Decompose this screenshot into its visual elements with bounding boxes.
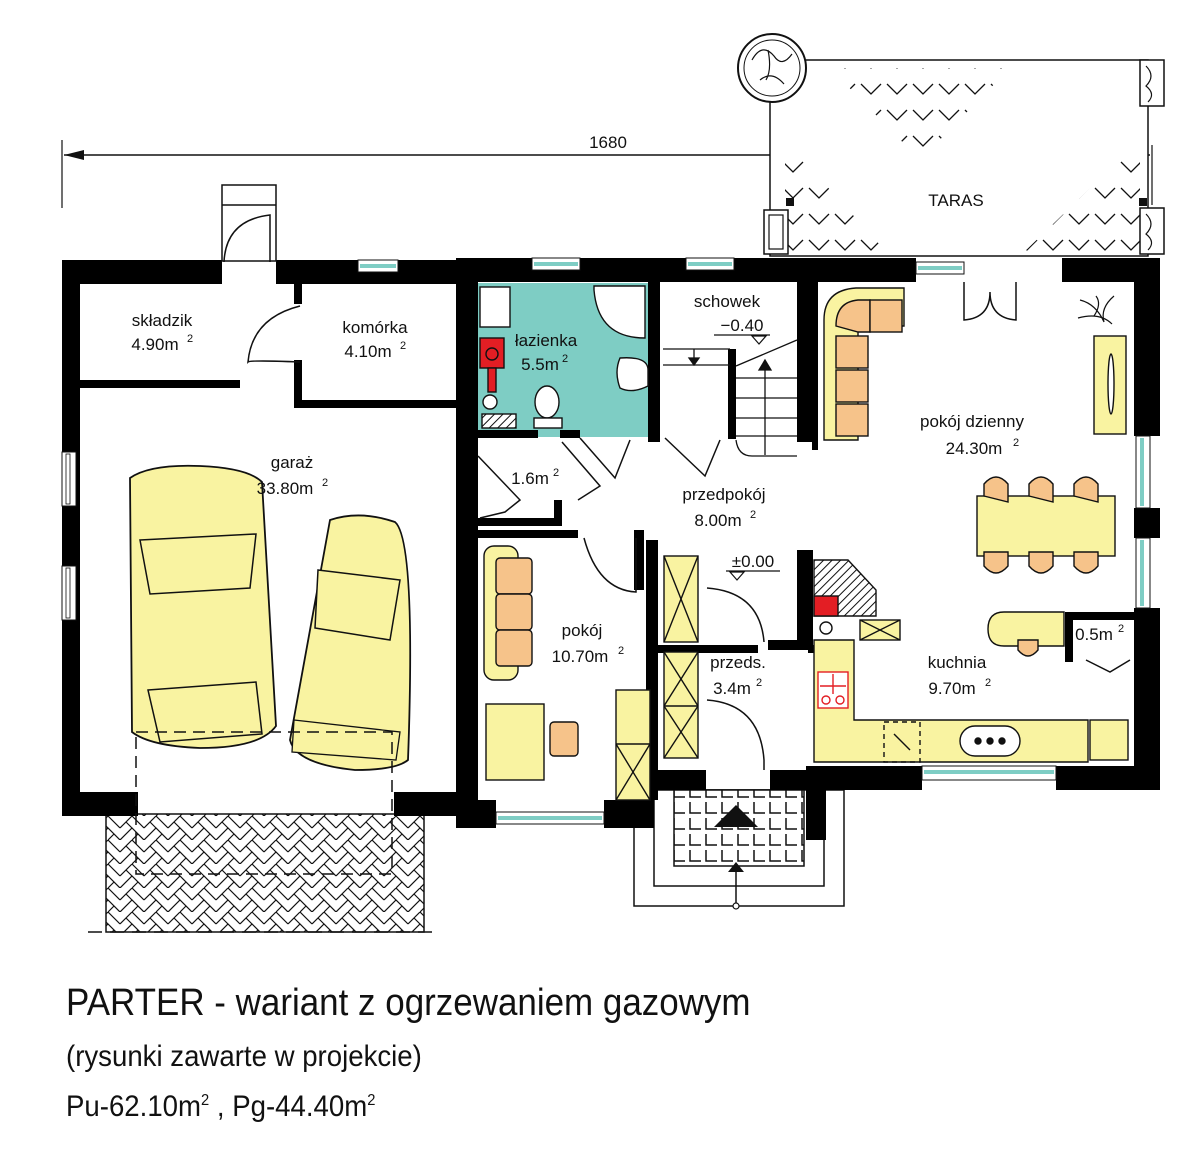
room-przeds: przeds. 3.4m 2: [710, 653, 766, 698]
room-labels: składzik 4.90m 2 komórka 4.10m 2 łazienka 5.5…: [131, 292, 1124, 698]
usable-area: Pu-62.10m: [66, 1090, 202, 1123]
svg-text:komórka: komórka: [342, 318, 408, 337]
room-schowek: schowek: [694, 292, 761, 311]
svg-text:2: 2: [756, 677, 762, 689]
bathroom-fixtures: [479, 285, 649, 429]
corner-sofa-icon: [823, 287, 905, 441]
room-przedpokoj: przedpokój 8.00m 2: [682, 485, 765, 530]
svg-text:4.90m: 4.90m: [131, 335, 178, 354]
room-spizarka: 0.5m 2: [1075, 623, 1124, 644]
room-pokoj-dzienny: pokój dzienny 24.30m 2: [920, 412, 1024, 458]
svg-text:10.70m: 10.70m: [552, 647, 609, 666]
level-triangle-icon: [728, 571, 746, 581]
svg-text:0.5m: 0.5m: [1075, 625, 1113, 644]
planter-box-icon: [1139, 59, 1165, 107]
svg-text:8.00m: 8.00m: [694, 511, 741, 530]
planter-box-icon: [1139, 207, 1165, 255]
level-marker-entry: ±0.00: [726, 552, 780, 581]
svg-text:schowek: schowek: [694, 292, 761, 311]
svg-text:5.5m: 5.5m: [521, 355, 559, 374]
svg-text:4.10m: 4.10m: [344, 342, 391, 361]
svg-text:2: 2: [322, 477, 328, 489]
floor-plan: 1680 TARAS: [61, 33, 1165, 933]
svg-text:pokój: pokój: [562, 621, 603, 640]
svg-text:składzik: składzik: [132, 311, 193, 330]
svg-text:przeds.: przeds.: [710, 653, 766, 672]
svg-text:2: 2: [562, 353, 568, 365]
dining-table-icon: [976, 476, 1116, 574]
kitchen-counter: [813, 559, 1129, 763]
tv-cabinet-icon: [1093, 335, 1127, 435]
svg-text:pokój dzienny: pokój dzienny: [920, 412, 1024, 431]
svg-text:przedpokój: przedpokój: [682, 485, 765, 504]
staircase: [663, 339, 798, 457]
room-skladzik: składzik 4.90m 2: [131, 311, 193, 354]
level-triangle-icon: [750, 335, 768, 345]
level-marker-schowek: −0.40: [714, 316, 770, 345]
dimension-label: 1680: [589, 133, 627, 152]
pokoj-furniture: [483, 545, 699, 801]
svg-text:−0.40: −0.40: [720, 316, 763, 335]
svg-text:kuchnia: kuchnia: [928, 653, 987, 672]
plan-title: PARTER - wariant z ogrzewaniem gazowym: [66, 982, 751, 1024]
desk-icon: [485, 703, 545, 781]
svg-text:2: 2: [400, 340, 406, 352]
windows: [61, 257, 1151, 825]
plan-areas: Pu-62.10m2 , Pg-44.40m2: [66, 1090, 376, 1123]
svg-text:24.30m: 24.30m: [946, 439, 1003, 458]
room-kuchnia: kuchnia 9.70m 2: [928, 653, 991, 698]
planter-icon: [737, 33, 807, 103]
room-pokoj: pokój 10.70m 2: [552, 621, 624, 666]
stove-icon: [817, 671, 849, 709]
terrace-label: TARAS: [928, 191, 983, 210]
svg-text:1.6m: 1.6m: [511, 469, 549, 488]
svg-text:garaż: garaż: [271, 453, 314, 472]
terrace: TARAS: [737, 33, 1165, 257]
entry-arrow-icon: [714, 805, 758, 827]
room-wc: 1.6m 2: [511, 467, 559, 488]
car-right-icon: [289, 514, 412, 771]
garage-area: Pg-44.40m: [232, 1090, 368, 1123]
toilet-icon: [534, 385, 560, 419]
chair-icon: [549, 721, 579, 757]
svg-text:2: 2: [750, 509, 756, 521]
svg-text:2: 2: [618, 645, 624, 657]
sink-icon: [616, 357, 649, 392]
plant-icon: [1077, 295, 1115, 325]
svg-text:2: 2: [985, 677, 991, 689]
wardrobe-icon: [663, 651, 699, 759]
svg-text:łazienka: łazienka: [515, 331, 578, 350]
svg-text:3.4m: 3.4m: [713, 679, 751, 698]
driveway: [88, 813, 434, 933]
breakfast-bar-icon: [987, 611, 1065, 647]
shower-icon: [593, 285, 646, 339]
arrow-left-icon: [64, 150, 84, 160]
plan-subtitle: (rysunki zawarte w projekcie): [66, 1040, 422, 1073]
room-garaz: garaż 33.80m 2: [257, 453, 328, 498]
room-komorka: komórka 4.10m 2: [342, 318, 408, 361]
svg-text:9.70m: 9.70m: [928, 679, 975, 698]
walls: [62, 258, 1160, 840]
wardrobe-icon: [615, 689, 651, 801]
garage-door-outline: [135, 731, 393, 875]
svg-text:±0.00: ±0.00: [732, 552, 774, 571]
svg-text:2: 2: [553, 467, 559, 479]
svg-text:33.80m: 33.80m: [257, 479, 314, 498]
doors: [221, 184, 1131, 770]
svg-text:2: 2: [187, 333, 193, 345]
car-left-icon: [129, 464, 277, 749]
svg-text:2: 2: [1013, 437, 1019, 449]
svg-text:2: 2: [1118, 623, 1124, 635]
